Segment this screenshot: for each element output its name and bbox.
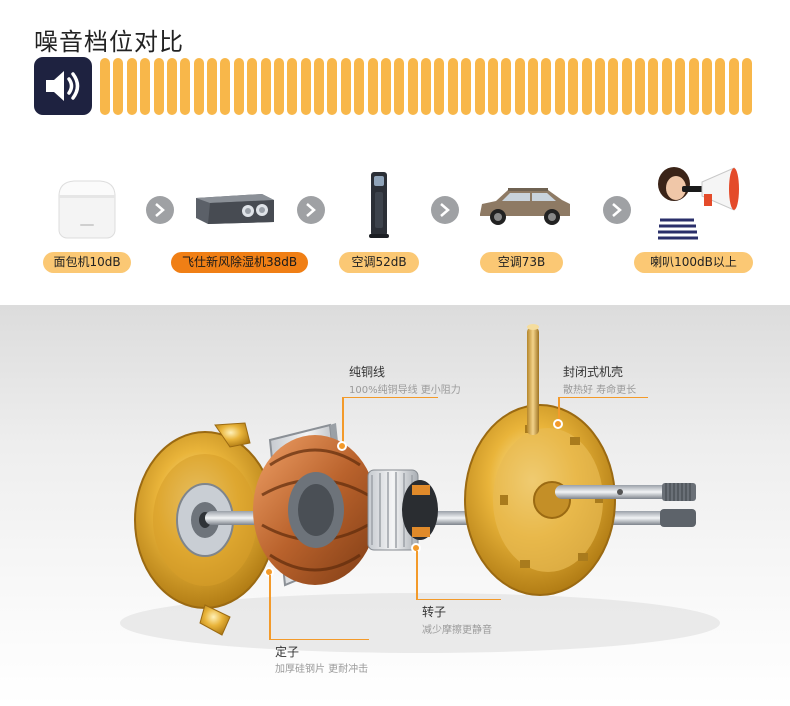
meter-bar <box>661 58 672 115</box>
callout-line-copper <box>342 397 344 445</box>
meter-bar <box>394 58 405 115</box>
callout-stator-sub: 加厚硅钢片 更耐冲击 <box>275 664 369 675</box>
callout-rotor-title: 转子 <box>422 605 447 619</box>
meter-bar <box>621 58 632 115</box>
speaker-volume-icon <box>46 71 80 101</box>
meter-bar <box>554 58 565 115</box>
rotor <box>367 469 438 551</box>
page-title: 噪音档位对比 <box>34 28 184 56</box>
meter-bar <box>715 58 726 115</box>
woman-megaphone-image <box>656 167 739 242</box>
callout-dot-copper <box>337 441 347 451</box>
callout-line-rotor <box>416 599 501 600</box>
meter-bar <box>528 58 538 115</box>
callout-sealed-shell-sub: 散热好 寿命更长 <box>563 385 637 396</box>
meter-bar <box>447 58 458 115</box>
meter-bar <box>314 58 324 115</box>
meter-bar <box>247 58 258 115</box>
meter-bar <box>407 58 418 115</box>
meter-bar <box>594 58 605 115</box>
meter-bar <box>461 58 472 115</box>
air-conditioner-tower-image <box>369 172 389 238</box>
meter-bar <box>100 58 110 115</box>
meter-bar <box>340 58 351 115</box>
callout-line-rotor <box>416 551 418 599</box>
meter-bar <box>354 58 365 115</box>
meter-bar <box>207 58 217 115</box>
meter-bar <box>581 58 592 115</box>
meter-bar <box>742 58 752 115</box>
meter-bar <box>327 58 338 115</box>
meter-bar <box>300 58 311 115</box>
comparison-label-highlight: 飞仕新风除湿机38dB <box>171 252 308 273</box>
callout-rotor-sub: 减少摩擦更静音 <box>422 625 492 636</box>
next-arrow-icon <box>146 196 174 224</box>
motor-exploded-view: 纯铜线 100%纯铜导线 更小阻力 封闭式机壳 散热好 寿命更长 转子 减少摩擦… <box>0 305 790 706</box>
meter-bar <box>501 58 512 115</box>
meter-bar <box>367 58 378 115</box>
meter-bar <box>380 58 391 115</box>
meter-bar <box>675 58 686 115</box>
meter-bar <box>487 58 498 115</box>
callout-stator-title: 定子 <box>275 645 300 659</box>
meter-bar <box>608 58 619 115</box>
dehumidifier-unit-image <box>196 194 274 224</box>
meter-bar <box>701 58 712 115</box>
meter-bar <box>193 58 204 115</box>
meter-bar <box>233 58 244 115</box>
next-arrow-icon <box>431 196 459 224</box>
front-end-cap <box>134 422 276 636</box>
noise-level-meter <box>100 58 752 115</box>
callout-copper-wire-title: 纯铜线 <box>349 365 386 379</box>
callout-line-shell <box>558 397 648 398</box>
meter-bar <box>220 58 231 115</box>
meter-bar <box>180 58 191 115</box>
meter-bar <box>273 58 284 115</box>
meter-bar <box>568 58 579 115</box>
meter-bar <box>474 58 485 115</box>
meter-bar <box>728 58 739 115</box>
meter-bar <box>635 58 645 115</box>
motor-illustration <box>120 324 720 653</box>
stator <box>253 423 377 587</box>
meter-bar <box>260 58 271 115</box>
meter-bar <box>140 58 151 115</box>
callout-copper-wire-sub: 100%纯铜导线 更小阻力 <box>349 385 461 396</box>
speaker-icon-box <box>34 57 92 115</box>
comparison-label: 空调52dB <box>339 252 419 273</box>
meter-bar <box>434 58 445 115</box>
comparison-label: 喇叭100dB以上 <box>634 252 753 273</box>
meter-bar <box>287 58 298 115</box>
callout-line-stator <box>269 575 271 639</box>
bread-machine-image <box>58 180 116 239</box>
callout-line-shell <box>558 397 560 423</box>
callout-line-stator <box>269 639 369 640</box>
meter-bar <box>541 58 552 115</box>
next-arrow-icon <box>603 196 631 224</box>
meter-bar <box>126 58 137 115</box>
noise-comparison-row: 面包机10dB 飞仕新风除湿机38dB 空调52dB <box>0 150 790 280</box>
comparison-label: 面包机10dB <box>43 252 131 273</box>
callout-dot-shell <box>553 419 563 429</box>
meter-bar <box>648 58 659 115</box>
meter-bar <box>166 58 177 115</box>
callout-line-copper <box>342 397 438 398</box>
meter-bar <box>421 58 431 115</box>
suv-car-image <box>480 188 570 225</box>
callout-sealed-shell-title: 封闭式机壳 <box>563 365 624 379</box>
comparison-label: 空调73B <box>480 252 563 273</box>
sealed-shell <box>464 324 616 596</box>
meter-bar <box>514 58 525 115</box>
next-arrow-icon <box>297 196 325 224</box>
meter-bar <box>113 58 124 115</box>
meter-bar <box>153 58 164 115</box>
meter-bar <box>688 58 699 115</box>
